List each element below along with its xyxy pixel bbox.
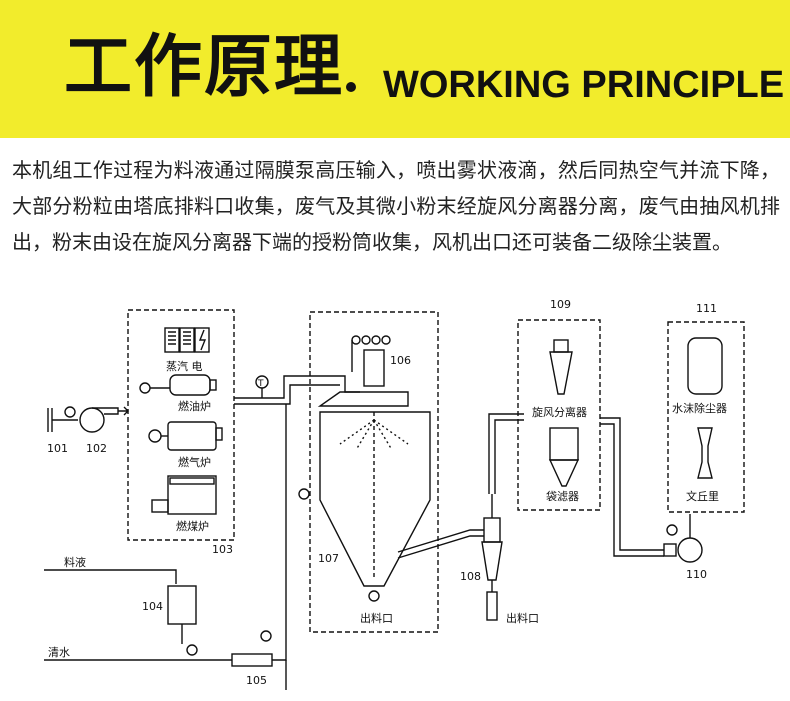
tower-outlet-label: 出料口 [360,611,393,625]
cyclone-to-separator-pipe [488,413,524,494]
separator-box-109 [517,319,601,511]
venturi-icon [697,427,713,479]
coal-furnace-label: 燃煤炉 [176,519,209,533]
page-title: 工作原理 [64,28,345,107]
process-description: 本机组工作过程为料液通过隔膜泵高压输入，喷出雾状液滴，然后同热空气并流下降，大部… [12,158,780,254]
label-107: 107 [318,552,339,565]
water-scrubber-label: 水沫除尘器 [672,401,727,415]
heater-105 [231,653,273,667]
bag-filter-icon [548,427,580,487]
tower-to-cyclone-pipe [397,529,484,553]
gas-furnace-icon [148,421,223,451]
venturi-label: 文丘里 [686,489,719,503]
thermometer-label: T [257,379,264,389]
process-flow-diagram: 蒸汽 电 燃油炉 燃气炉 燃煤炉 103 101 102 T [44,298,745,690]
blower-fan-icon [79,406,129,433]
drying-tower [319,411,431,587]
exhaust-fan-110 [663,514,703,563]
gas-furnace-label: 燃气炉 [178,455,211,469]
feed-liquid-pipe [44,569,177,584]
tower-valve-icon [368,590,380,602]
label-108: 108 [460,570,481,583]
tower-dashed-frame [309,311,439,633]
label-111: 111 [696,302,717,315]
label-105: 105 [246,674,267,687]
label-110: 110 [686,568,707,581]
label-102: 102 [86,442,107,455]
coal-furnace-icon [151,475,217,515]
fuel-oil-furnace-icon [139,374,217,396]
water-scrubber-icon [687,337,723,395]
feed-tank-104 [167,585,197,625]
cyclone-outlet-label: 出料口 [506,611,539,625]
secondary-cyclone-icon [549,339,573,395]
tower-gauge-icon [298,488,310,500]
title-separator-dot [346,82,356,92]
scrubber-box-111 [667,321,745,513]
air-distributor [317,391,409,407]
feed-liquid-label: 料液 [64,555,86,569]
clean-water-label: 清水 [48,646,70,659]
steam-electric-label: 蒸汽 电 [166,359,203,373]
header-banner: 工作原理 WORKING PRINCIPLE [0,0,790,138]
pump-icon [186,644,198,656]
label-106: 106 [390,354,411,367]
hot-air-duct [234,375,360,399]
steam-electric-icon [164,327,210,353]
feed-gauge-icon [260,630,272,642]
heat-source-box [127,309,235,541]
label-104: 104 [142,600,163,613]
atomizer-icon [351,335,391,387]
air-filter-icon [47,406,78,432]
cyclone-108 [481,494,503,621]
separator-to-fan-pipe [600,417,664,551]
spray-pattern [339,419,409,451]
label-109: 109 [550,298,571,311]
label-101: 101 [47,442,68,455]
bag-filter-label: 袋滤器 [546,489,579,503]
feed-to-atomizer-pipe [272,404,287,661]
page-title-english: WORKING PRINCIPLE [383,64,785,106]
label-103: 103 [212,543,233,556]
cyclone-separator-label: 旋风分离器 [532,405,587,419]
fuel-oil-label: 燃油炉 [178,399,211,413]
